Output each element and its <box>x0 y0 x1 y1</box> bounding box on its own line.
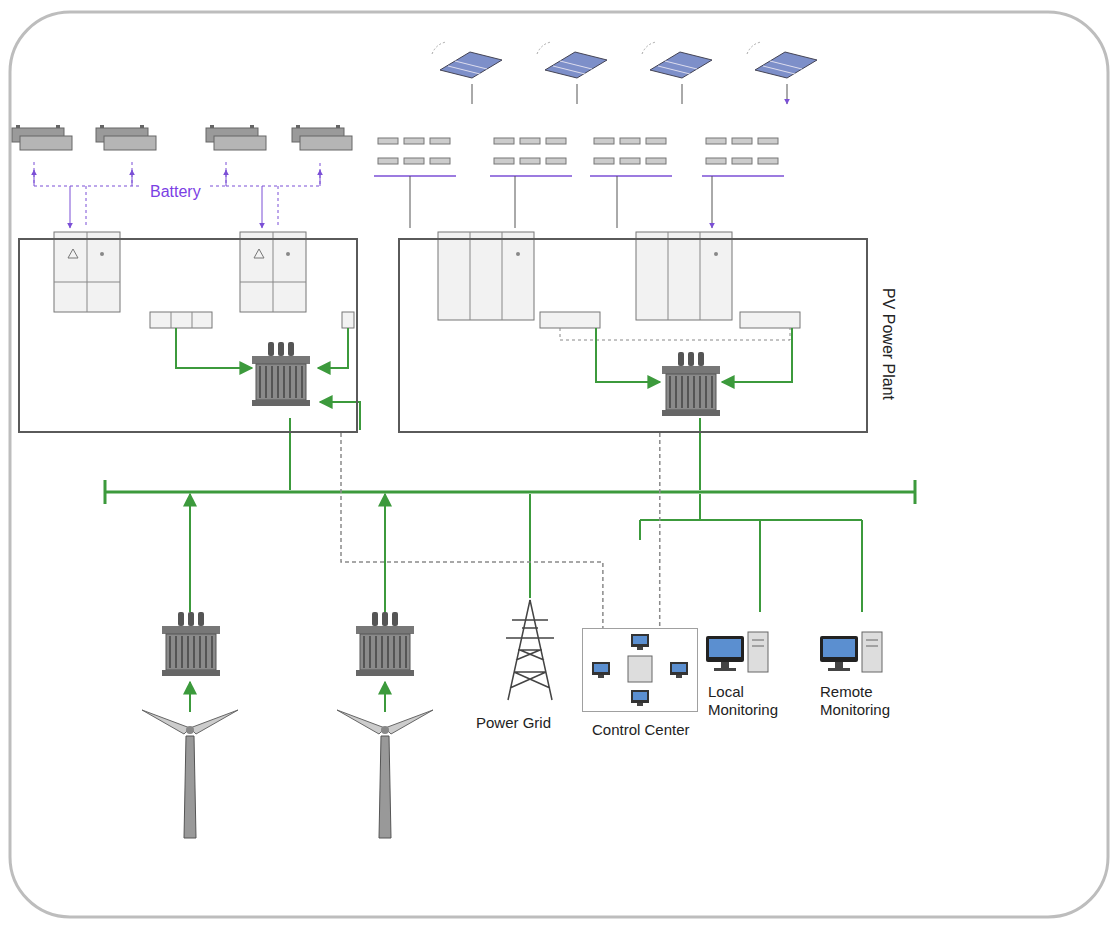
node-heading: PV Power Plant <box>879 288 898 400</box>
comm-line <box>659 433 661 628</box>
node-heading: Control Center <box>592 721 690 739</box>
comm-line <box>341 433 603 628</box>
monitoring-label: Local Monitoring <box>708 683 798 719</box>
grid-label: Power Grid <box>476 714 576 732</box>
control-center-box: Control Center <box>582 628 698 712</box>
comm-link <box>659 433 660 628</box>
battery-storage-box: Battery <box>18 238 358 433</box>
node-heading: Battery <box>146 182 205 201</box>
comm-link <box>341 433 603 628</box>
pv-plant-box: PV Power Plant <box>398 238 868 433</box>
monitoring-label: Remote Monitoring <box>820 683 910 719</box>
